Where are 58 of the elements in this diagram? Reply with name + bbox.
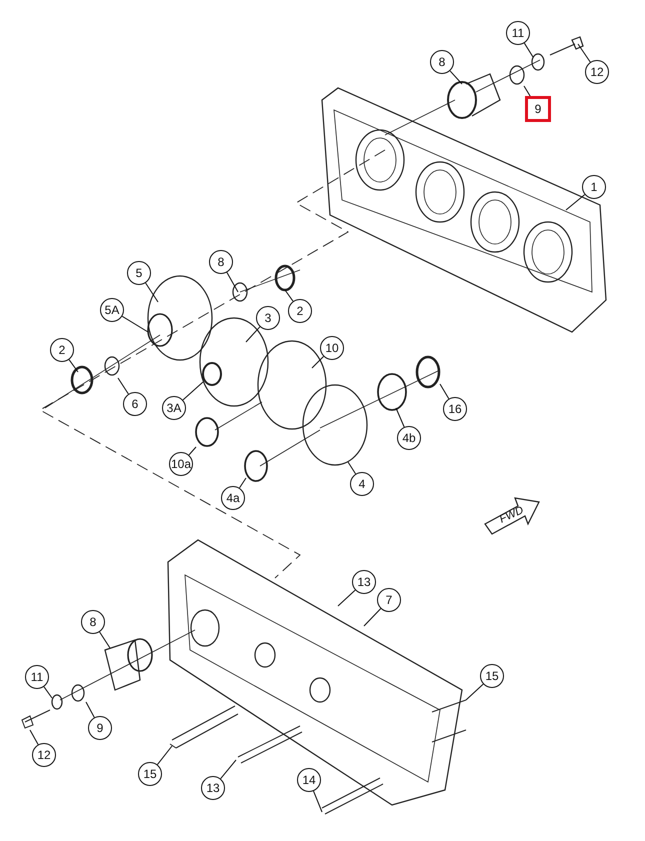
leader-line [68,359,78,372]
leader-line [524,42,534,58]
callout-number: 4b [397,426,421,450]
leader-line [440,384,450,400]
leader-line [239,478,246,488]
callout-number: 15 [138,762,162,786]
callout-number: 7 [377,588,401,612]
callout-number: 5A [100,298,124,322]
leader-line [86,702,95,718]
callout-number: 4 [350,472,374,496]
callout-number: 13 [201,776,225,800]
callout-number: 6 [123,392,147,416]
callout-number: 11 [506,21,530,45]
callout-number: 15 [480,664,504,688]
leader-line [246,326,260,342]
callout-number: 1 [582,175,606,199]
callout-number: 3A [162,396,186,420]
leader-line [348,462,356,474]
callout-number: 10 [320,336,344,360]
leader-line [188,446,196,456]
callout-number: 14 [297,768,321,792]
leader-line [122,316,148,332]
callout-number: 12 [585,60,609,84]
leader-line [145,282,158,302]
leader-line [338,590,356,606]
leader-line [578,44,591,63]
leader-line [220,760,236,780]
callout-number: 13 [352,570,376,594]
callout-number: 5 [127,261,151,285]
leader-line [118,378,129,394]
callout-number: 4a [221,486,245,510]
callout-number: 10a [169,452,193,476]
leader-line [312,356,324,368]
callout-number: 8 [81,610,105,634]
callout-number: 2 [50,338,74,362]
callout-number: 2 [288,299,312,323]
callout-number: 16 [443,397,467,421]
leader-line [226,272,238,292]
callout-number: 11 [25,665,49,689]
callout-number: 12 [32,743,56,767]
leader-line [99,632,110,648]
leader-line [30,730,39,745]
callout-number: 9 [88,716,112,740]
callout-number: 3 [256,306,280,330]
leader-line [566,194,586,210]
leader-line [313,790,322,812]
leader-line [396,408,405,428]
leader-line [524,86,532,98]
leader-line [44,686,52,698]
leader-line [364,608,382,626]
callout-number: 9 [525,96,551,122]
callout-number: 8 [430,50,454,74]
leader-line [156,746,172,766]
leader-line [450,70,462,84]
leader-line [466,684,484,700]
callout-number: 8 [209,250,233,274]
leader-line [182,382,204,400]
leader-line [284,290,294,302]
